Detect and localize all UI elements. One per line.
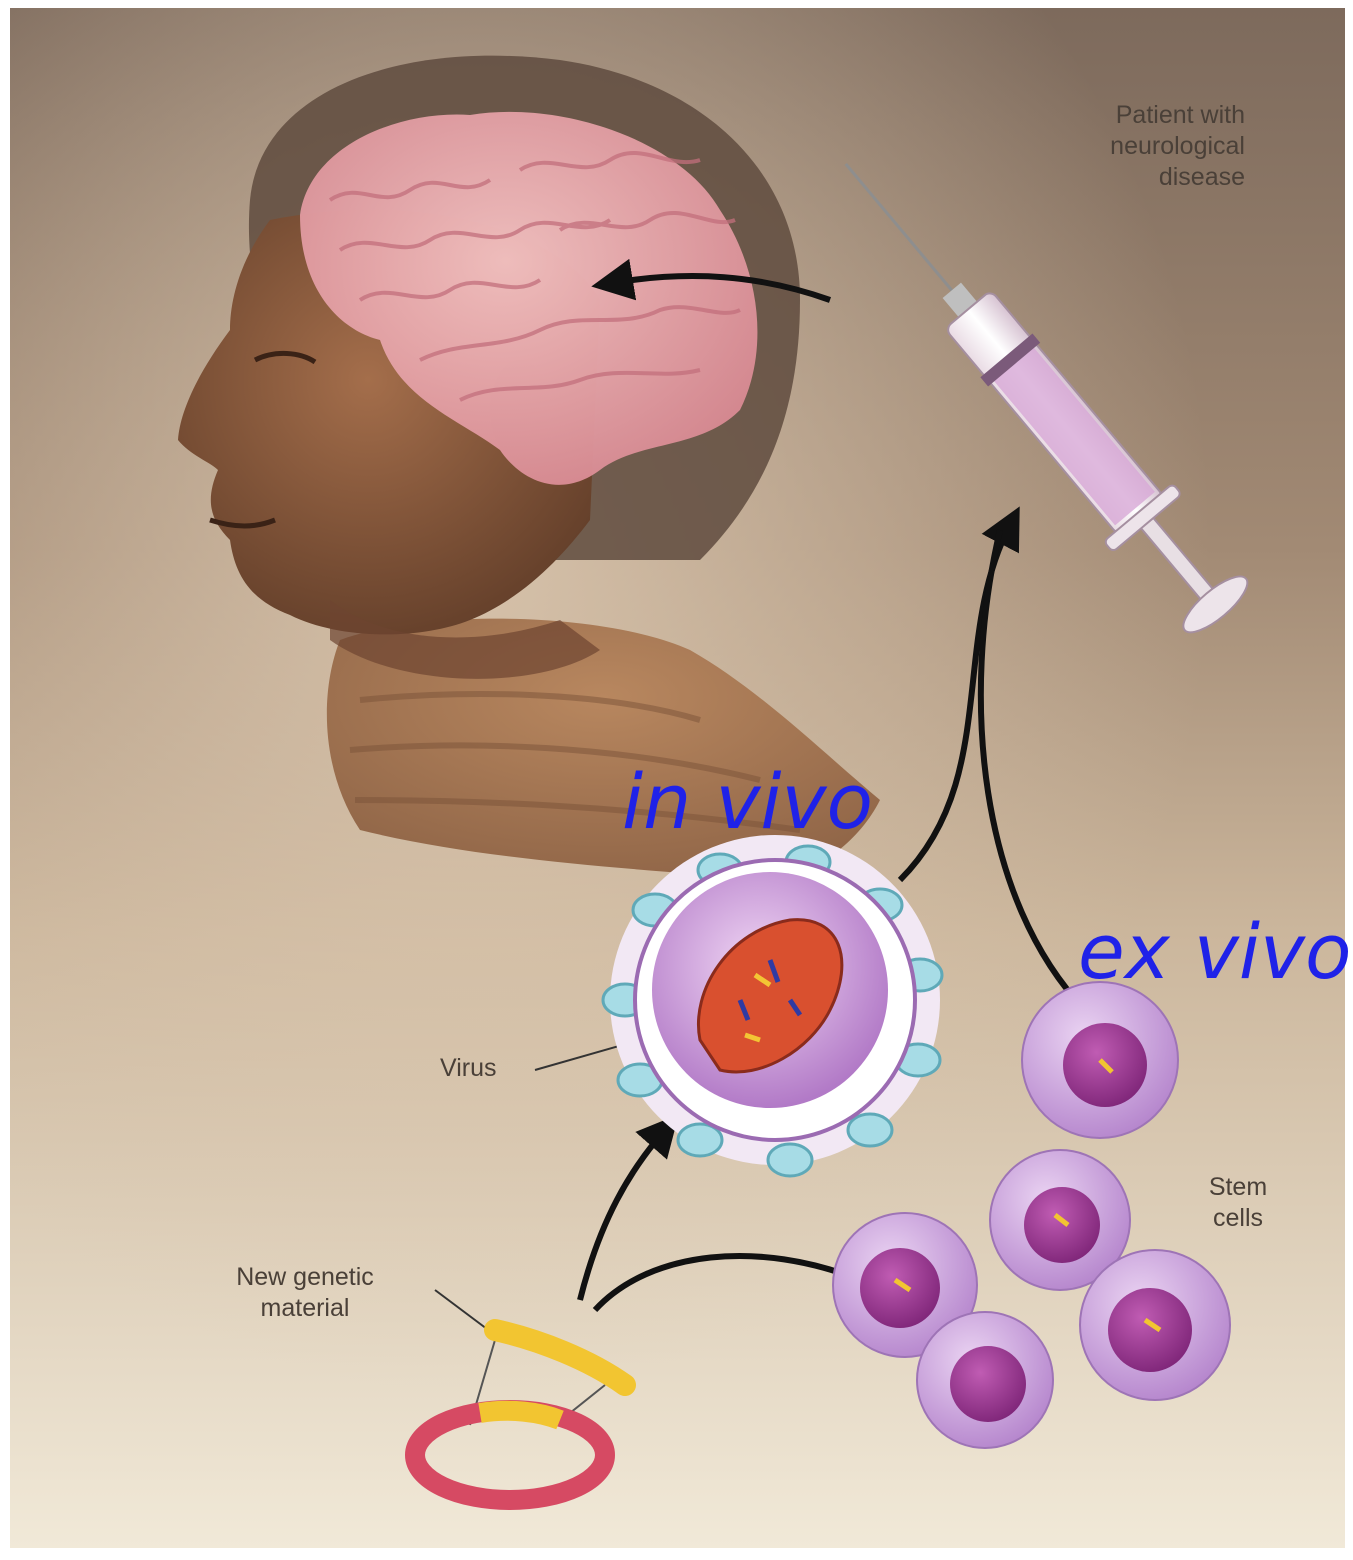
genetic-material-label: New genetic material — [200, 1262, 410, 1324]
patient-label-line: neurological — [1020, 131, 1245, 162]
stem-cells-label: Stem cells — [1198, 1172, 1278, 1234]
patient-label: Patient with neurological disease — [1020, 100, 1245, 193]
stem-label-line: Stem — [1198, 1172, 1278, 1203]
virus-label: Virus — [440, 1053, 497, 1084]
patient-label-line: disease — [1020, 162, 1245, 193]
patient-label-line: Patient with — [1020, 100, 1245, 131]
stem-cell — [917, 1312, 1053, 1448]
stem-label-line: cells — [1198, 1203, 1278, 1234]
genetic-label-line: New genetic — [200, 1262, 410, 1293]
ex-vivo-annotation: ex vivo — [1078, 912, 1351, 992]
in-vivo-annotation: in vivo — [622, 762, 873, 842]
genetic-label-line: material — [200, 1293, 410, 1324]
